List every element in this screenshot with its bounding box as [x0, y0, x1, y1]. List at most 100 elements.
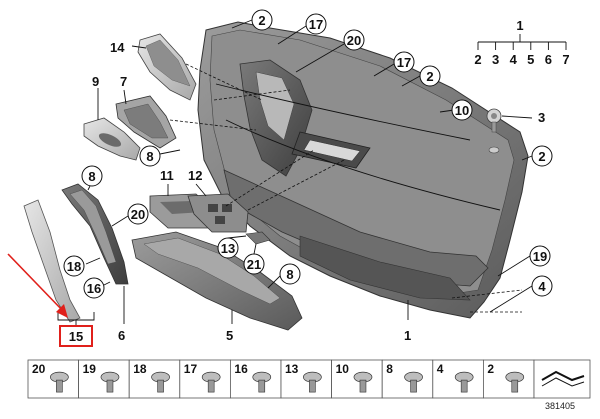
callout-10: 10: [451, 99, 473, 121]
callout-1-main-label: 1: [404, 328, 411, 343]
fastener-shank-icon: [207, 379, 215, 393]
fastener-shank-icon: [106, 379, 114, 393]
callout-4-label: 4: [538, 279, 546, 294]
callout-17-top-label: 17: [309, 17, 323, 32]
part-7-illustration: [115, 95, 177, 149]
callout-5-label: 5: [226, 328, 233, 343]
callout-17-top: 17: [305, 13, 327, 35]
tree-root-label: 1: [516, 18, 523, 33]
callout-11-label: 11: [160, 168, 174, 183]
fastener-legend: 20 19 18 17 16 13 10 8 4 2: [27, 359, 535, 399]
callout-16: 16: [83, 277, 105, 299]
fastener-shank-icon: [460, 379, 468, 393]
fastener-shank-icon: [359, 379, 367, 393]
callout-group: 2 17 20 17 2 10 3 2 19: [59, 9, 553, 347]
callout-4: 4: [531, 275, 553, 297]
tree-child-label: 6: [545, 52, 552, 67]
tree-child-label: 4: [510, 52, 518, 67]
legend-cell-number: 16: [234, 362, 248, 376]
callout-17-mid-label: 17: [397, 55, 411, 70]
callout-8-a-label: 8: [146, 149, 153, 164]
fastener-shank-icon: [309, 379, 316, 393]
fastener-shank-icon: [511, 379, 519, 393]
legend-cell: 18: [128, 359, 181, 399]
callout-13: 13: [217, 237, 239, 259]
part-3-illustration: [486, 108, 502, 133]
legend-cell-number: 17: [184, 362, 198, 376]
callout-2-right-label: 2: [538, 149, 545, 164]
legend-cell-number: 20: [32, 362, 46, 376]
callout-17-mid: 17: [393, 51, 415, 73]
legend-cell: 4: [432, 359, 484, 399]
part-5-armrest-illustration: [131, 231, 303, 331]
callout-20-top-label: 20: [347, 33, 361, 48]
part-13-illustration: [245, 231, 271, 245]
tree-child-label: 3: [492, 52, 499, 67]
legend-cell-clip: [533, 359, 591, 399]
callout-2-top-label: 2: [258, 13, 265, 28]
assembly-dashed-lines: [169, 63, 523, 313]
fastener-shank-icon: [410, 379, 417, 393]
callout-14-label: 14: [110, 40, 125, 55]
tree-child-label: 2: [474, 52, 481, 67]
legend-cell: 8: [381, 359, 434, 399]
callout-2-right: 2: [531, 145, 553, 167]
callout-13-label: 13: [221, 241, 235, 256]
tree-child-label: 5: [527, 52, 534, 67]
legend-cell-number: 10: [336, 362, 350, 376]
callout-10-label: 10: [455, 103, 469, 118]
part-8-handle-illustration: [61, 183, 129, 285]
callout-2-mid-label: 2: [426, 69, 433, 84]
leader-lines: [57, 19, 533, 326]
legend-cell: 19: [78, 359, 130, 399]
part-id-label: 381405: [545, 401, 575, 411]
legend-cell-number: 2: [487, 362, 494, 376]
callout-9-label: 9: [92, 74, 99, 89]
legend-cell-number: 18: [133, 362, 147, 376]
callout-20-mid: 20: [127, 203, 149, 225]
callout-3-label: 3: [538, 110, 545, 125]
callout-8-b: 8: [81, 165, 103, 187]
callout-8-c-label: 8: [286, 267, 293, 282]
legend-cell: 20: [27, 359, 79, 399]
callout-19-label: 19: [533, 249, 547, 264]
part-15-trim-strip-illustration: [23, 199, 81, 323]
tree-child-label: 7: [562, 52, 569, 67]
callout-15-highlighted: 15: [59, 325, 93, 347]
callout-8-c: 8: [279, 263, 301, 285]
part-12-illustration: [187, 193, 249, 233]
legend-cell-number: 13: [285, 362, 299, 376]
part-14-illustration: [137, 33, 197, 101]
callout-8-b-label: 8: [88, 169, 95, 184]
callout-20-top: 20: [343, 29, 365, 51]
door-panel-illustration: [197, 21, 529, 319]
callout-2-mid: 2: [419, 65, 441, 87]
callout-18-label: 18: [67, 259, 81, 274]
legend-cell-box: [280, 359, 332, 399]
fastener-shank-icon: [56, 379, 63, 393]
callout-6-label: 6: [118, 328, 125, 343]
part-9-illustration: [83, 117, 141, 161]
legend-cell-number: 19: [83, 362, 97, 376]
fastener-shank-icon: [258, 379, 266, 393]
callout-12-label: 12: [188, 168, 202, 183]
callout-19: 19: [529, 245, 551, 267]
callout-8-a: 8: [139, 145, 161, 167]
callout-18: 18: [63, 255, 85, 277]
callout-2-top: 2: [251, 9, 273, 31]
legend-cell-number: 8: [386, 362, 393, 376]
legend-cell: 2: [482, 359, 535, 399]
callout-7-label: 7: [120, 74, 127, 89]
callout-20-mid-label: 20: [131, 207, 145, 222]
fastener-shank-icon: [157, 379, 164, 393]
legend-cell: 10: [331, 359, 383, 399]
highlight-arrow: [7, 253, 68, 318]
legend-cell-number: 4: [437, 362, 444, 376]
legend-cell: 17: [179, 359, 231, 399]
callout-16-label: 16: [87, 281, 101, 296]
legend-cell: 13: [280, 359, 332, 399]
callout-15-label: 15: [69, 329, 83, 344]
